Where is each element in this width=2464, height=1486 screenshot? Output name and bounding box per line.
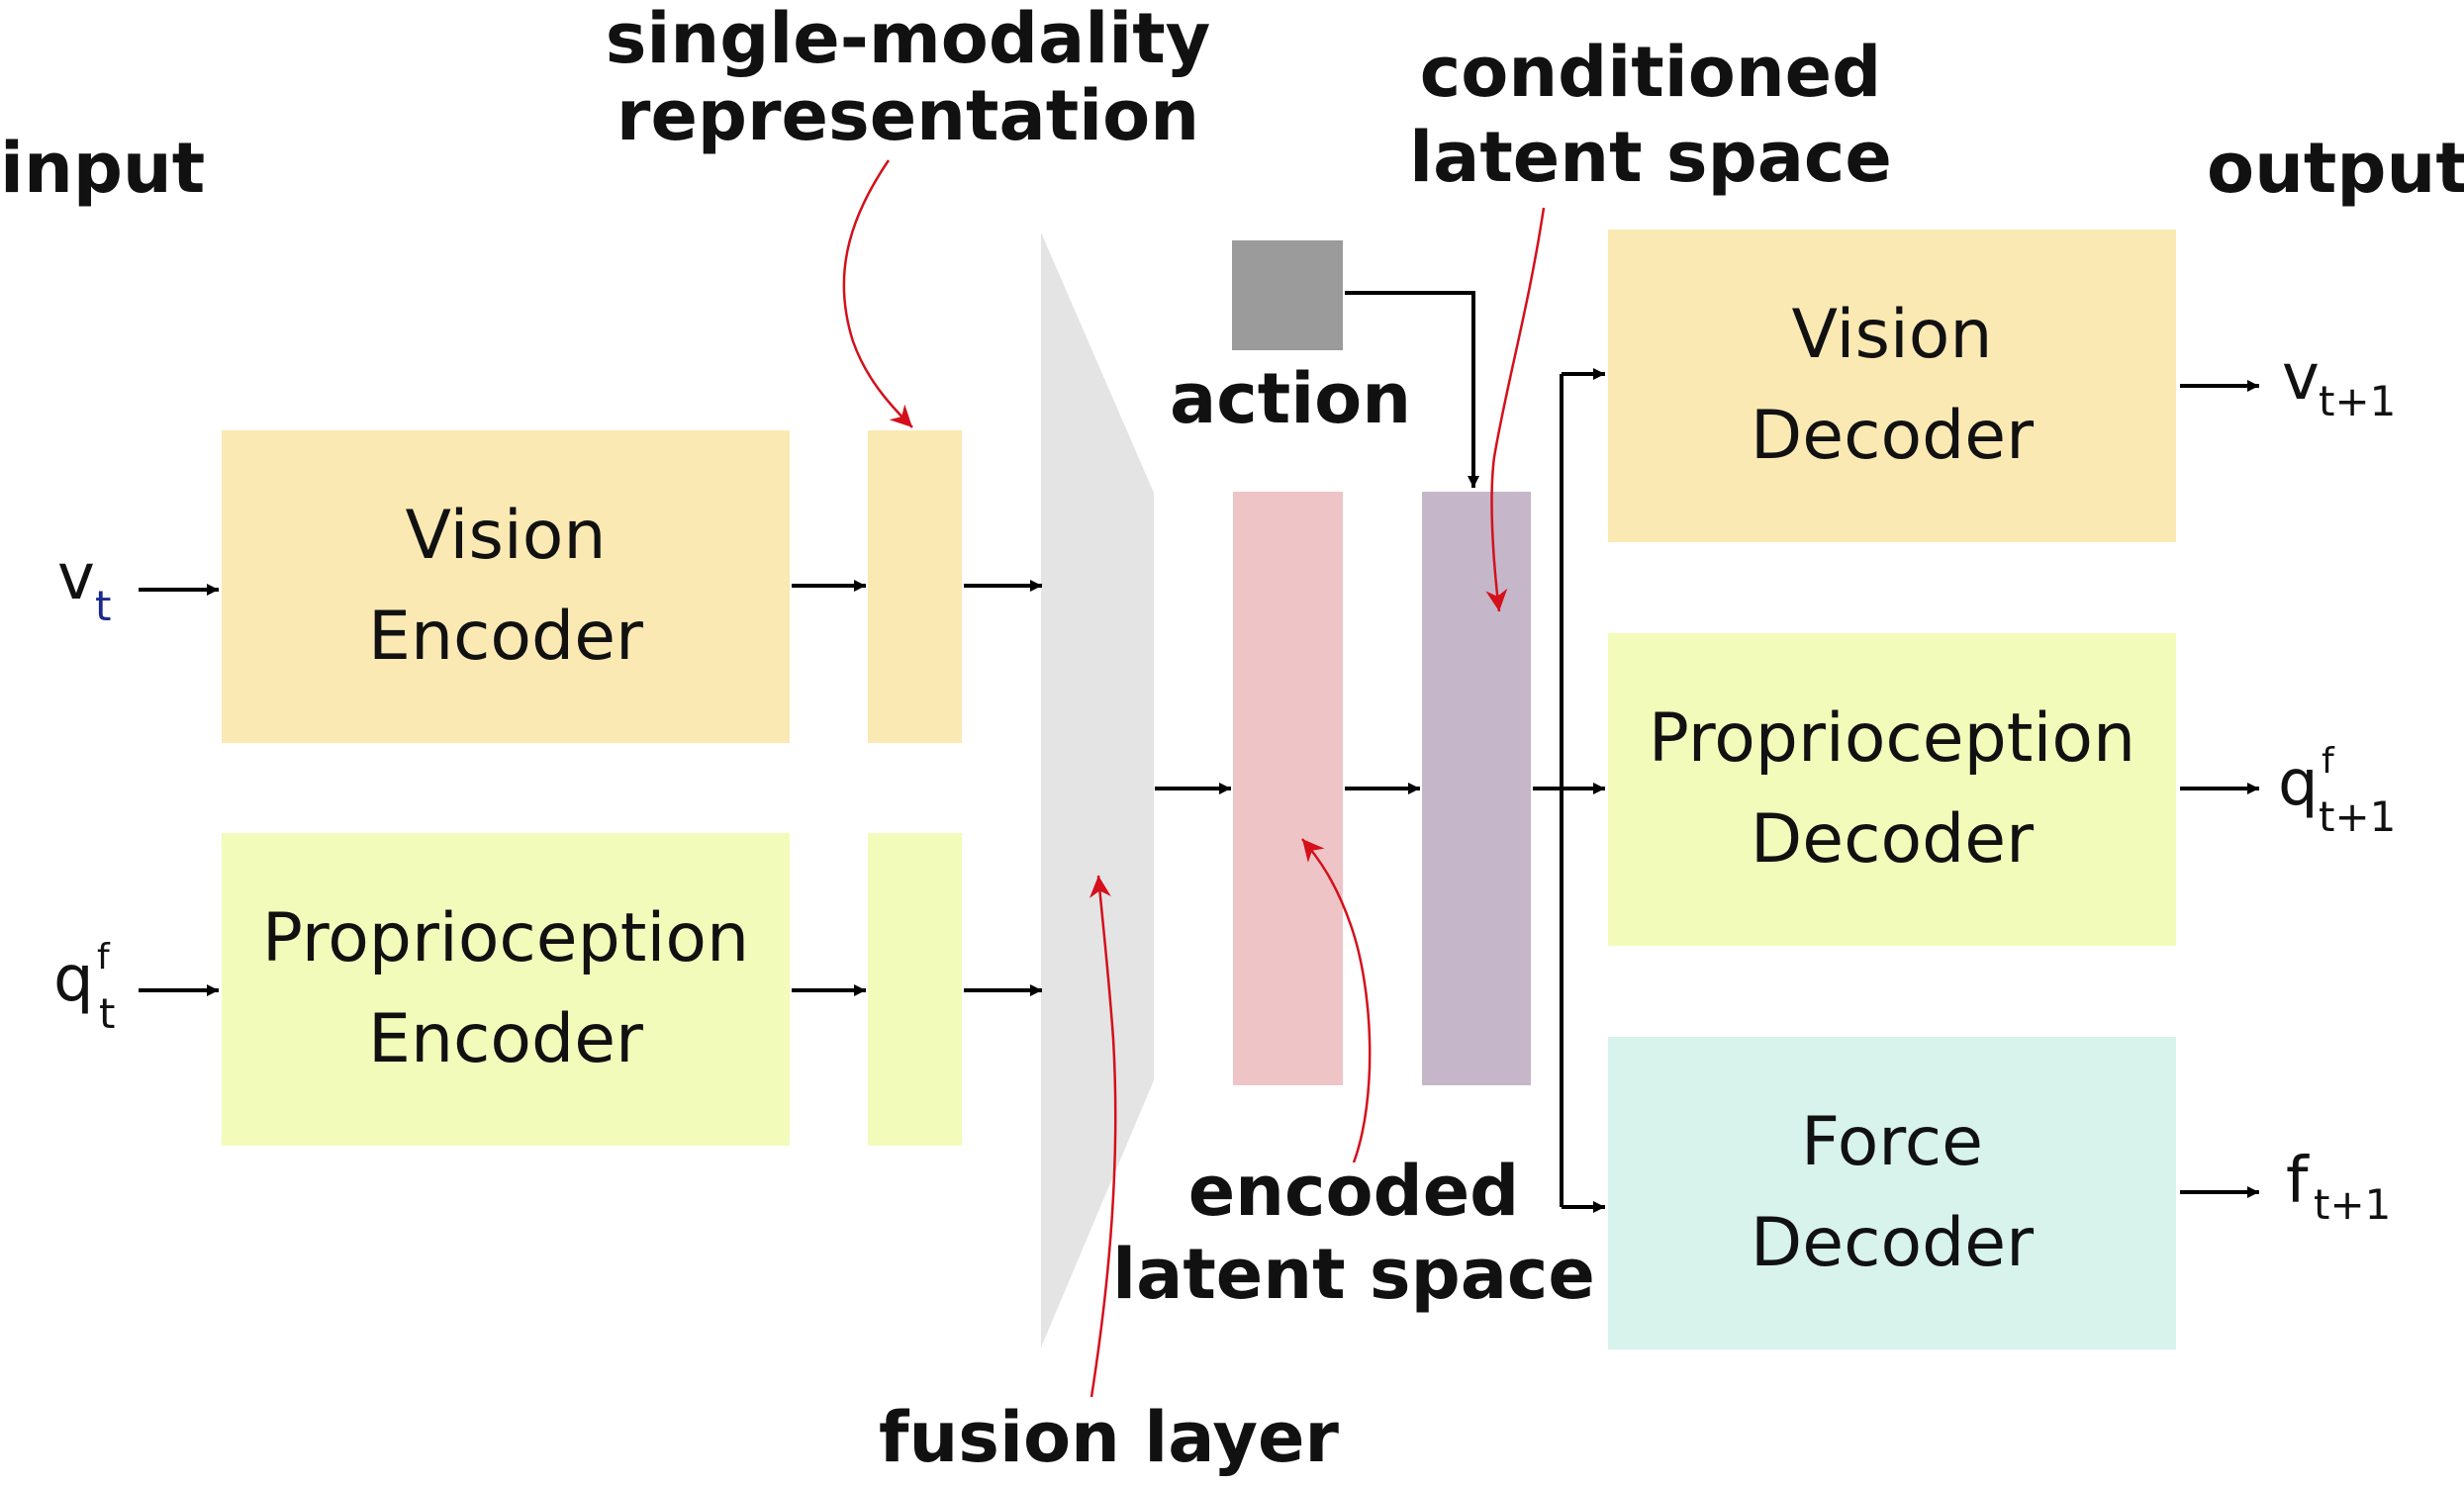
force-decoder-line1: Force xyxy=(1801,1103,1983,1181)
pointer-encoded xyxy=(1301,838,1372,1163)
pointer-single-modality xyxy=(842,159,913,428)
output-v-subscript: t+1 xyxy=(2319,377,2397,425)
action-label: action xyxy=(1170,358,1412,439)
vision-encoder-line1: Vision xyxy=(405,497,607,575)
pointer-conditioned xyxy=(1485,207,1546,612)
proprioception-decoder-block xyxy=(1608,633,2176,946)
vision-decoder-text: Vision Decoder xyxy=(1608,230,2176,542)
input-q-subscript: t xyxy=(99,989,116,1038)
force-decoder-text: Force Decoder xyxy=(1608,1037,2176,1349)
conditioned-line2: latent space xyxy=(1409,117,1892,198)
output-q-subscript: t+1 xyxy=(2319,792,2397,841)
proprioception-encoder-line2: Encoder xyxy=(367,1000,643,1078)
proprioception-encoder-block xyxy=(222,833,790,1146)
vision-encoder-line2: Encoder xyxy=(367,598,643,676)
conditioned-latent-bar xyxy=(1422,492,1531,1085)
input-q: q xyxy=(53,943,94,1016)
single-modality-line2: representation xyxy=(616,75,1200,156)
encoded-label: encoded latent space xyxy=(1096,1150,1611,1316)
proprioception-decoder-line1: Proprioception xyxy=(1648,699,2136,778)
vision-encoder-text: Vision Encoder xyxy=(222,430,790,743)
output-f: f xyxy=(2286,1145,2309,1218)
output-v: v xyxy=(2282,341,2320,415)
proprioception-encoder-line1: Proprioception xyxy=(261,899,750,977)
single-modality-label: single-modality representation xyxy=(604,0,1212,154)
force-decoder-line2: Decoder xyxy=(1750,1204,2035,1282)
encoded-latent-bar xyxy=(1233,492,1343,1085)
vision-decoder-line2: Decoder xyxy=(1750,397,2035,475)
force-decoder-block xyxy=(1608,1037,2176,1349)
vision-encoder-block xyxy=(222,430,790,743)
output-label: output xyxy=(2207,128,2464,209)
input-v: v xyxy=(57,541,95,614)
vision-representation-bar xyxy=(868,430,962,743)
fusion-layer-label: fusion layer xyxy=(879,1397,1339,1478)
single-modality-line1: single-modality xyxy=(605,0,1211,79)
conditioned-line1: conditioned xyxy=(1419,32,1882,113)
proprioception-decoder-text: Proprioception Decoder xyxy=(1608,633,2176,946)
pointer-fusion xyxy=(1089,875,1117,1398)
action-box xyxy=(1232,240,1343,350)
arrow-action-to-conditioned xyxy=(1345,291,1479,488)
fusion-layer-shape xyxy=(1041,232,1154,1347)
encoded-line2: latent space xyxy=(1112,1234,1595,1315)
proprioception-decoder-line2: Decoder xyxy=(1750,800,2035,879)
input-label: input xyxy=(0,128,206,209)
input-v-subscript: t xyxy=(95,582,112,630)
encoded-line1: encoded xyxy=(1187,1151,1520,1232)
vision-decoder-line1: Vision xyxy=(1791,296,1993,374)
input-q-superscript: f xyxy=(97,937,110,977)
vision-decoder-block xyxy=(1608,230,2176,542)
proprioception-encoder-text: Proprioception Encoder xyxy=(222,833,790,1146)
output-q-superscript: f xyxy=(2322,741,2334,782)
conditioned-label: conditioned latent space xyxy=(1393,30,1908,200)
proprioception-representation-bar xyxy=(868,833,962,1146)
output-f-subscript: t+1 xyxy=(2314,1180,2392,1229)
output-q: q xyxy=(2278,747,2319,820)
